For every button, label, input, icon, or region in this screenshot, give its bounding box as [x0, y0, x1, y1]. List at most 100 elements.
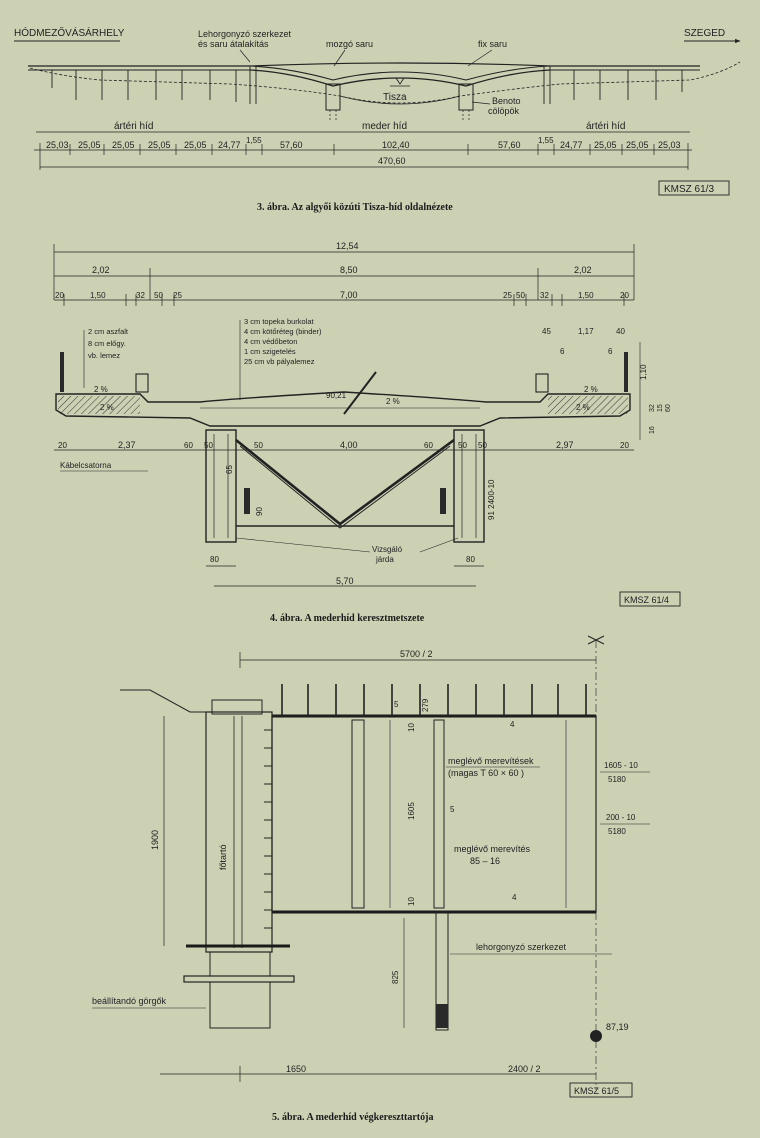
- base-80a: 80: [210, 555, 219, 564]
- dim-16: 16: [649, 426, 656, 434]
- span-2: 25,05: [78, 140, 101, 150]
- sub-25a: 25: [173, 291, 182, 300]
- left-city-label: HÓDMEZŐVÁSÁRHELY: [14, 25, 125, 39]
- anchor-label: lehorgonyzó szerkezet: [476, 942, 567, 952]
- sub-25b: 25: [503, 291, 512, 300]
- piles-label-2: cölöpök: [488, 106, 520, 116]
- sub-50a: 50: [154, 291, 163, 300]
- bottom-1650: 1650: [286, 1064, 306, 1074]
- height-1900: 1900: [150, 830, 160, 850]
- height-10a: 10: [407, 723, 416, 732]
- span-15: 25,03: [658, 140, 681, 150]
- sub-20a: 20: [55, 291, 64, 300]
- lower-50d: 50: [478, 441, 487, 450]
- figure-4-code: KMSZ 61/4: [624, 595, 669, 605]
- cable-duct-label: Kábelcsatorna: [60, 461, 112, 470]
- height-825: 825: [391, 970, 400, 984]
- river-bridge-label: meder híd: [362, 121, 407, 132]
- top-dimension: 5700 / 2: [400, 649, 433, 659]
- span-3: 25,05: [112, 140, 135, 150]
- span-10: 57,60: [498, 140, 521, 150]
- figure-4-cross-section: 12,54 2,02 8,50 2,02 20 1,50 32 50 25 7,…: [53, 241, 681, 624]
- figure-4-caption: 4. ábra. A mederhíd keresztmetszete: [270, 613, 425, 624]
- sub-150b: 1,50: [578, 291, 594, 300]
- girder-height: 91 2400-10: [487, 479, 496, 520]
- span-13: 25,05: [594, 140, 617, 150]
- span-6: 24,77: [218, 140, 241, 150]
- stiffener-label-2: (magas T 60 × 60 ): [448, 768, 524, 778]
- level-value: 87,19: [606, 1022, 629, 1032]
- main-girder-label: főtartó: [218, 844, 228, 870]
- base-80b: 80: [466, 555, 475, 564]
- dim-right: 2,02: [574, 265, 592, 275]
- moving-bearing-label: mozgó saru: [326, 39, 373, 49]
- layer-3: 4 cm védőbeton: [244, 337, 297, 346]
- weld-bot: 4: [512, 893, 517, 902]
- span-1: 25,03: [46, 140, 69, 150]
- span-12: 24,77: [560, 140, 583, 150]
- fixed-bearing-label: fix saru: [478, 39, 507, 49]
- fraction-2-bottom: 5180: [608, 827, 626, 836]
- dim-45: 45: [542, 327, 551, 336]
- layer-1: 3 cm topeka burkolat: [244, 317, 315, 326]
- dim-32: 32: [649, 404, 656, 412]
- figure-5-caption: 5. ábra. A mederhíd végkereszttartója: [272, 1112, 433, 1123]
- span-7: 1,55: [246, 136, 262, 145]
- span-8: 57,60: [280, 140, 303, 150]
- bottom-2400: 2400 / 2: [508, 1064, 541, 1074]
- lower-50a: 50: [204, 441, 213, 450]
- dim-6b: 6: [608, 347, 613, 356]
- piles-label-1: Benoto: [492, 96, 521, 106]
- total-length: 470,60: [378, 156, 406, 166]
- stiffener-label-3: meglévő merevítés: [454, 844, 531, 854]
- span-14: 25,05: [626, 140, 649, 150]
- span-5: 25,05: [184, 140, 207, 150]
- left-layer-2: 8 cm előgy.: [88, 339, 126, 348]
- span-4: 25,05: [148, 140, 171, 150]
- slope-e: 2 %: [576, 403, 590, 412]
- layer-4: 1 cm szigetelés: [244, 347, 296, 356]
- anchor-label-1: Lehorgonyzó szerkezet: [198, 29, 292, 39]
- dim-15: 15: [657, 404, 664, 412]
- sub-32b: 32: [540, 291, 549, 300]
- dim-mid: 8,50: [340, 265, 358, 275]
- span-9: 102,40: [382, 140, 410, 150]
- slope-c: 2 %: [386, 397, 400, 406]
- lower-60a: 60: [184, 441, 193, 450]
- lower-50c: 50: [458, 441, 467, 450]
- slope-d: 2 %: [584, 385, 598, 394]
- slope-a: 2 %: [94, 385, 108, 394]
- sub-700: 7,00: [340, 290, 358, 300]
- dim-left: 2,02: [92, 265, 110, 275]
- flood-bridge-right-label: ártéri híd: [586, 121, 625, 132]
- layer-2: 4 cm kötőréteg (binder): [244, 327, 322, 336]
- fraction-1-top: 1605 - 10: [604, 761, 638, 770]
- fraction-2-top: 200 - 10: [606, 813, 636, 822]
- sub-150a: 1,50: [90, 291, 106, 300]
- stiffener-label-4: 85 – 16: [470, 856, 500, 866]
- dim-90: 90: [255, 507, 264, 516]
- figure-3-code: KMSZ 61/3: [664, 184, 714, 195]
- overall-width: 12,54: [336, 241, 359, 251]
- dim-117: 1,17: [578, 327, 594, 336]
- lower-237: 2,37: [118, 440, 136, 450]
- lower-60b: 60: [424, 441, 433, 450]
- sub-50b: 50: [516, 291, 525, 300]
- lower-50b: 50: [254, 441, 263, 450]
- river-label: Tisza: [383, 92, 407, 103]
- height-279: 279: [421, 698, 430, 712]
- rollers-label: beállítandó görgők: [92, 996, 167, 1006]
- figure-3-caption: 3. ábra. Az algyői közúti Tisza-híd olda…: [257, 202, 453, 213]
- sub-32a: 32: [136, 291, 145, 300]
- height-10b: 10: [407, 897, 416, 906]
- weld-top-a: 5: [394, 700, 399, 709]
- slope-b: 2 %: [100, 403, 114, 412]
- figure-5-end-girder: 5700 / 2 5 4 279 10 1605 10 meglévő mere…: [92, 635, 650, 1123]
- level-marker-icon: [590, 1030, 602, 1042]
- deck-angle: 90,21: [326, 391, 347, 400]
- dim-40: 40: [616, 327, 625, 336]
- weld-top-b: 4: [510, 720, 515, 729]
- lower-297: 2,97: [556, 440, 574, 450]
- flood-bridge-left-label: ártéri híd: [114, 121, 153, 132]
